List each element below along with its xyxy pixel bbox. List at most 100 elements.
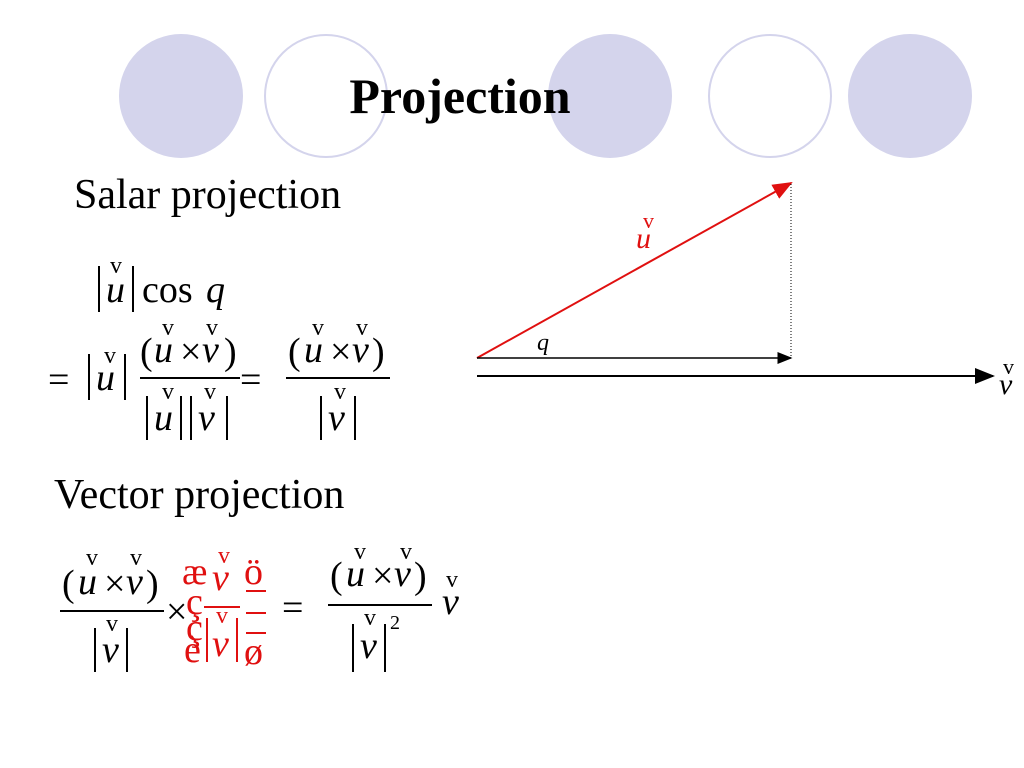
vector-accent: v — [86, 545, 98, 571]
fraction-bar — [328, 604, 432, 606]
right-paren: ) — [146, 563, 159, 605]
fraction-bar — [140, 377, 240, 379]
left-paren: ( — [140, 331, 153, 373]
v-symbol: v — [394, 553, 411, 595]
v-symbol: v — [212, 623, 229, 665]
v-symbol: v — [126, 561, 143, 603]
abs-bar — [124, 354, 126, 400]
bracket-glyph-c: ç — [186, 607, 203, 649]
abs-bar — [146, 396, 148, 440]
abs-bar — [132, 266, 134, 312]
abs-bar — [384, 624, 386, 672]
abs-bar — [226, 396, 228, 440]
abs-bar — [236, 618, 238, 662]
bracket-glyph-o: ø — [244, 631, 263, 673]
equals-sign: = — [282, 587, 304, 629]
bg-circle-3 — [548, 34, 672, 158]
vector-accent: v — [446, 567, 458, 593]
diagram-u-label: u — [636, 222, 651, 255]
equals-sign: = — [48, 359, 70, 401]
u-symbol: u — [78, 561, 97, 603]
scalar-projection-heading: Salar projection — [74, 172, 342, 218]
vector-accent: v — [364, 605, 376, 631]
u-symbol: u — [154, 397, 173, 439]
vector-accent: v — [104, 343, 116, 369]
left-paren: ( — [62, 563, 75, 605]
bg-circle-5 — [848, 34, 972, 158]
left-paren: ( — [330, 555, 343, 597]
bg-circle-4 — [708, 34, 832, 158]
v-symbol: v — [102, 629, 119, 671]
bracket-glyph-oe: ö — [244, 551, 263, 593]
abs-bar — [98, 266, 100, 312]
exponent-two: 2 — [390, 612, 400, 634]
vector-accent: v — [162, 379, 174, 405]
abs-bar — [320, 396, 322, 440]
vector-accent: v — [354, 539, 366, 565]
v-symbol: v — [202, 329, 219, 371]
left-paren: ( — [288, 331, 301, 373]
abs-bar — [94, 628, 96, 672]
vector-accent: v — [206, 315, 218, 341]
vector-accent: v — [400, 539, 412, 565]
abs-bar — [180, 396, 182, 440]
bg-circle-2 — [264, 34, 388, 158]
u-symbol: u — [154, 329, 173, 371]
u-symbol: u — [304, 329, 323, 371]
bracket-glyph-e: è — [184, 629, 201, 671]
diagram-v-accent: v — [1003, 354, 1014, 379]
abs-bar — [88, 354, 90, 400]
vector-accent: v — [356, 315, 368, 341]
v-symbol: v — [352, 329, 369, 371]
v-symbol: v — [198, 397, 215, 439]
bracket-tick — [246, 632, 266, 634]
dot-symbol: × — [180, 331, 202, 373]
u-vector-arrow — [476, 182, 793, 359]
diagram-u-accent: v — [643, 208, 654, 233]
slide-title: Projection — [349, 68, 571, 124]
diagram-theta-label: q — [537, 330, 549, 356]
vector-accent: v — [204, 379, 216, 405]
v-symbol: v — [442, 581, 459, 623]
vector-accent: v — [216, 603, 228, 629]
vector-accent: v — [312, 315, 324, 341]
vector-accent: v — [162, 315, 174, 341]
fraction-bar — [60, 610, 164, 612]
u-symbol: u — [106, 269, 125, 311]
vector-accent: v — [334, 379, 346, 405]
bracket-glyph-c: ç — [186, 581, 203, 623]
abs-bar — [352, 624, 354, 672]
theta-symbol: q — [206, 269, 225, 311]
abs-bar — [190, 396, 192, 440]
cos-symbol: cos — [142, 269, 193, 311]
dot-symbol: × — [166, 591, 188, 633]
dot-symbol: × — [104, 563, 126, 605]
v-symbol: v — [360, 625, 377, 667]
fraction-bar — [204, 606, 240, 608]
vector-projection-heading: Vector projection — [54, 472, 345, 518]
v-symbol: v — [212, 557, 229, 599]
abs-bar — [206, 618, 208, 662]
bracket-tick — [246, 612, 266, 614]
right-paren: ) — [224, 331, 237, 373]
vector-accent: v — [110, 253, 122, 279]
diagram-v-label: v — [999, 368, 1013, 401]
fraction-bar — [286, 377, 390, 379]
u-symbol: u — [96, 357, 115, 399]
vector-accent: v — [106, 611, 118, 637]
right-paren: ) — [414, 555, 427, 597]
bracket-glyph-ae: æ — [182, 551, 208, 593]
bg-circle-1 — [119, 34, 243, 158]
v-symbol: v — [328, 397, 345, 439]
right-paren: ) — [372, 331, 385, 373]
u-symbol: u — [346, 553, 365, 595]
abs-bar — [354, 396, 356, 440]
dot-symbol: × — [330, 331, 352, 373]
abs-bar — [126, 628, 128, 672]
vector-accent: v — [218, 543, 230, 569]
vector-accent: v — [130, 545, 142, 571]
equals-sign: = — [240, 359, 262, 401]
bracket-tick — [246, 590, 266, 592]
dot-symbol: × — [372, 555, 394, 597]
